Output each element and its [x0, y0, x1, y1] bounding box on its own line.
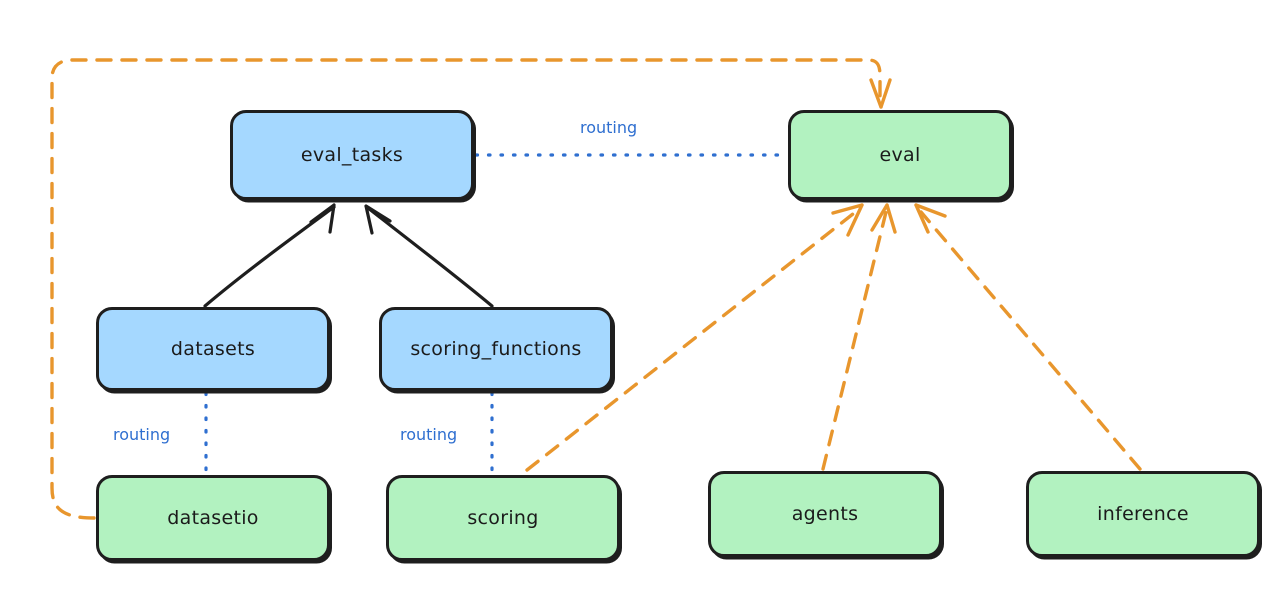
node-label: inference [1097, 503, 1189, 525]
edge-scoring_functions-to-eval_tasks [364, 204, 494, 308]
node-scoring[interactable]: scoring [386, 475, 620, 561]
edge-datasets-to-eval_tasks [203, 203, 336, 308]
node-label: scoring_functions [410, 338, 582, 360]
edge-label-routing-eval-tasks-eval: routing [580, 118, 638, 137]
node-eval-tasks[interactable]: eval_tasks [230, 110, 474, 200]
node-label: datasets [170, 338, 256, 360]
node-datasetio[interactable]: datasetio [96, 475, 330, 561]
node-eval[interactable]: eval [788, 110, 1012, 200]
node-label: scoring [467, 507, 539, 529]
node-scoring-functions[interactable]: scoring_functions [379, 307, 613, 391]
node-agents[interactable]: agents [708, 471, 942, 557]
edge-inference-to-eval [914, 203, 1142, 471]
node-datasets[interactable]: datasets [96, 307, 330, 391]
edge-agents-to-eval [821, 203, 897, 471]
edge-label-routing-scoring-functions-scoring: routing [400, 425, 458, 444]
node-inference[interactable]: inference [1026, 471, 1260, 557]
node-label: eval_tasks [300, 144, 404, 166]
node-label: datasetio [167, 507, 259, 529]
node-label: eval [879, 144, 921, 166]
node-label: agents [791, 503, 859, 525]
edge-label-routing-datasets-datasetio: routing [113, 425, 171, 444]
